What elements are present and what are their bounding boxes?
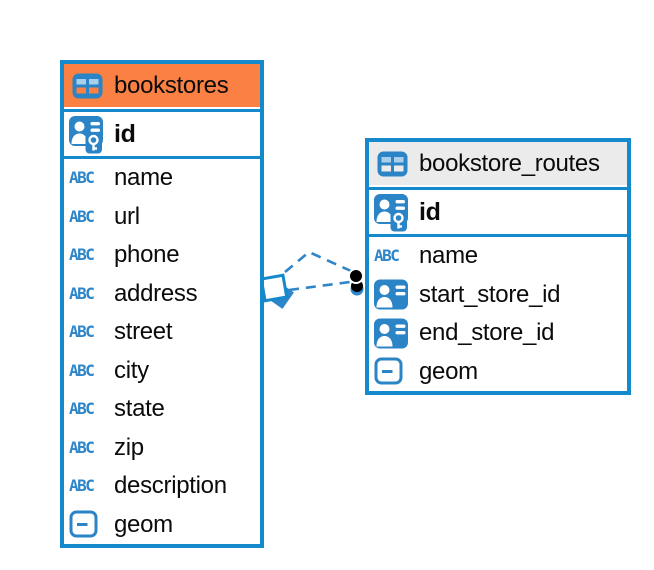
column-name: id [419, 197, 441, 226]
column-row-name[interactable]: ABC name [64, 159, 260, 198]
column-row-state[interactable]: ABC state [64, 390, 260, 429]
header-divider-line [64, 109, 260, 112]
table-title: bookstore_routes [419, 149, 600, 177]
relationship-source-diamond-marker[interactable] [259, 273, 294, 309]
header-divider-line [369, 187, 627, 190]
column-name: zip [114, 433, 144, 461]
column-row-geom[interactable]: geom [64, 505, 260, 544]
text-icon: ABC [69, 283, 107, 303]
column-row-city[interactable]: ABC city [64, 351, 260, 390]
relationship-line[interactable] [284, 250, 352, 273]
text-icon-glyph: ABC [69, 206, 95, 226]
text-icon-glyph: ABC [69, 168, 95, 188]
key-divider-line [64, 156, 260, 159]
column-name: state [114, 395, 165, 423]
text-icon-glyph: ABC [69, 322, 95, 342]
column-row-street[interactable]: ABC street [64, 313, 260, 352]
text-icon-glyph: ABC [69, 476, 95, 496]
column-name: city [114, 356, 149, 384]
table-bookstore-routes[interactable]: bookstore_routes id ABC name start_store_… [365, 138, 631, 395]
geometry-icon [374, 357, 412, 386]
relationship-target-dot-marker[interactable] [348, 268, 364, 296]
text-icon: ABC [69, 478, 107, 494]
column-name: phone [114, 241, 180, 269]
header-divider [369, 185, 627, 187]
column-row-url[interactable]: ABC url [64, 197, 260, 236]
column-row-phone[interactable]: ABC phone [64, 236, 260, 275]
key-divider-line [369, 234, 627, 237]
column-name: id [114, 119, 136, 148]
column-name: address [114, 279, 198, 307]
geometry-icon [69, 510, 107, 539]
table-icon [72, 73, 104, 99]
table-icon [377, 151, 409, 177]
column-row-name[interactable]: ABC name [369, 237, 627, 276]
text-icon-glyph: ABC [69, 283, 95, 303]
text-icon-glyph: ABC [374, 246, 400, 266]
key-columns-section: id [369, 190, 627, 234]
column-row-id[interactable]: id [64, 112, 260, 156]
text-icon: ABC [374, 248, 412, 264]
column-name: end_store_id [419, 319, 555, 347]
text-icon: ABC [69, 401, 107, 417]
reference-icon [374, 279, 412, 310]
column-row-geom[interactable]: geom [369, 352, 627, 391]
text-icon: ABC [69, 247, 107, 263]
text-icon: ABC [69, 437, 107, 457]
relationship-line[interactable] [288, 280, 351, 292]
text-icon: ABC [69, 206, 107, 226]
text-icon-glyph: ABC [69, 245, 95, 265]
text-icon-glyph: ABC [69, 399, 95, 419]
column-row-address[interactable]: ABC address [64, 274, 260, 313]
primary-key-icon [374, 193, 412, 232]
column-name: geom [419, 357, 478, 385]
column-row-id[interactable]: id [369, 190, 627, 234]
table-title: bookstores [114, 71, 229, 99]
text-icon-glyph: ABC [69, 360, 95, 380]
header-divider [64, 107, 260, 109]
text-icon: ABC [69, 360, 107, 380]
column-name: geom [114, 510, 173, 538]
column-name: description [114, 472, 227, 500]
column-name: url [114, 202, 140, 230]
column-name: name [114, 164, 173, 192]
attribute-columns-section: ABC name start_store_id end_store_id geom [369, 237, 627, 391]
reference-icon [374, 318, 412, 349]
column-row-zip[interactable]: ABC zip [64, 428, 260, 467]
column-row-description[interactable]: ABC description [64, 467, 260, 506]
table-header[interactable]: bookstores [64, 64, 260, 107]
column-name: start_store_id [419, 280, 561, 308]
text-icon: ABC [69, 170, 107, 186]
primary-key-icon [69, 115, 107, 154]
table-header[interactable]: bookstore_routes [369, 142, 627, 185]
column-row-start_store_id[interactable]: start_store_id [369, 275, 627, 314]
text-icon-glyph: ABC [69, 437, 95, 457]
key-columns-section: id [64, 112, 260, 156]
text-icon: ABC [69, 324, 107, 340]
column-name: name [419, 242, 478, 270]
column-row-end_store_id[interactable]: end_store_id [369, 314, 627, 353]
column-name: street [114, 318, 173, 346]
